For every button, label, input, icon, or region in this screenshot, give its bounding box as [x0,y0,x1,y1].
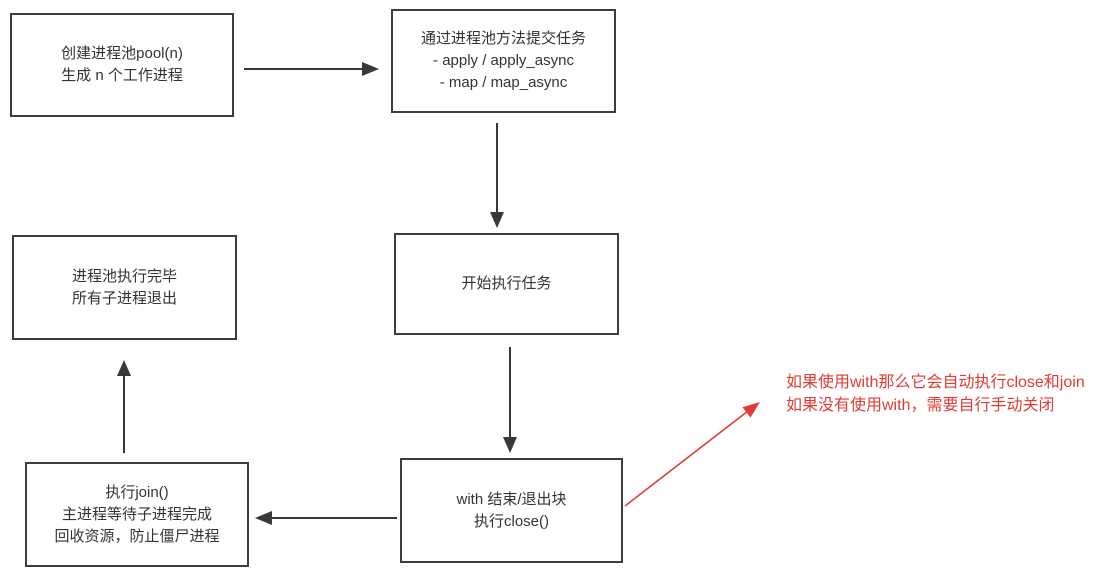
flow-box-pool-done: 进程池执行完毕 所有子进程退出 [12,235,237,340]
red-annotation-line: 如果使用with那么它会自动执行close和join [786,374,1085,391]
flow-box-line: 通过进程池方法提交任务 [420,30,586,47]
arrowhead-create-to-submit [362,62,379,76]
flow-box-line: - apply / apply_async [433,52,574,69]
arrowhead-start-to-with [503,437,517,453]
flow-box-create-pool: 创建进程池pool(n) 生成 n 个工作进程 [10,13,234,117]
flow-box-line: 进程池执行完毕 [71,267,177,285]
flow-box-line: with 结束/退出块 [456,490,567,508]
flow-box-line: 开始执行任务 [461,275,552,292]
flow-box-submit-tasks: 通过进程池方法提交任务 - apply / apply_async - map … [391,9,616,113]
flow-box-with-exit: with 结束/退出块 执行close() [400,458,623,563]
red-annotation-arrowhead [742,402,760,418]
flow-box-line: 生成 n 个工作进程 [61,67,183,84]
arrowhead-with-to-join [255,511,272,525]
flow-box-line: - map / map_async [439,74,568,91]
red-annotation-text: 如果使用with那么它会自动执行close和join 如果没有使用with，需要… [786,371,1085,417]
flow-box-line: 执行close() [473,512,549,530]
arrowhead-submit-to-start [490,212,504,228]
red-annotation-arrow [624,410,749,507]
flow-box-line: 回收资源，防止僵尸进程 [54,527,220,545]
flow-box-line: 创建进程池pool(n) [61,45,183,62]
flow-box-join: 执行join() 主进程等待子进程完成 回收资源，防止僵尸进程 [25,462,249,567]
flow-box-line: 所有子进程退出 [71,289,177,307]
flow-box-start-tasks: 开始执行任务 [394,233,619,335]
arrowhead-join-to-done [117,360,131,376]
red-annotation-line: 如果没有使用with，需要自行手动关闭 [786,397,1055,414]
flow-box-line: 执行join() [105,483,169,501]
flow-box-line: 主进程等待子进程完成 [61,505,212,523]
